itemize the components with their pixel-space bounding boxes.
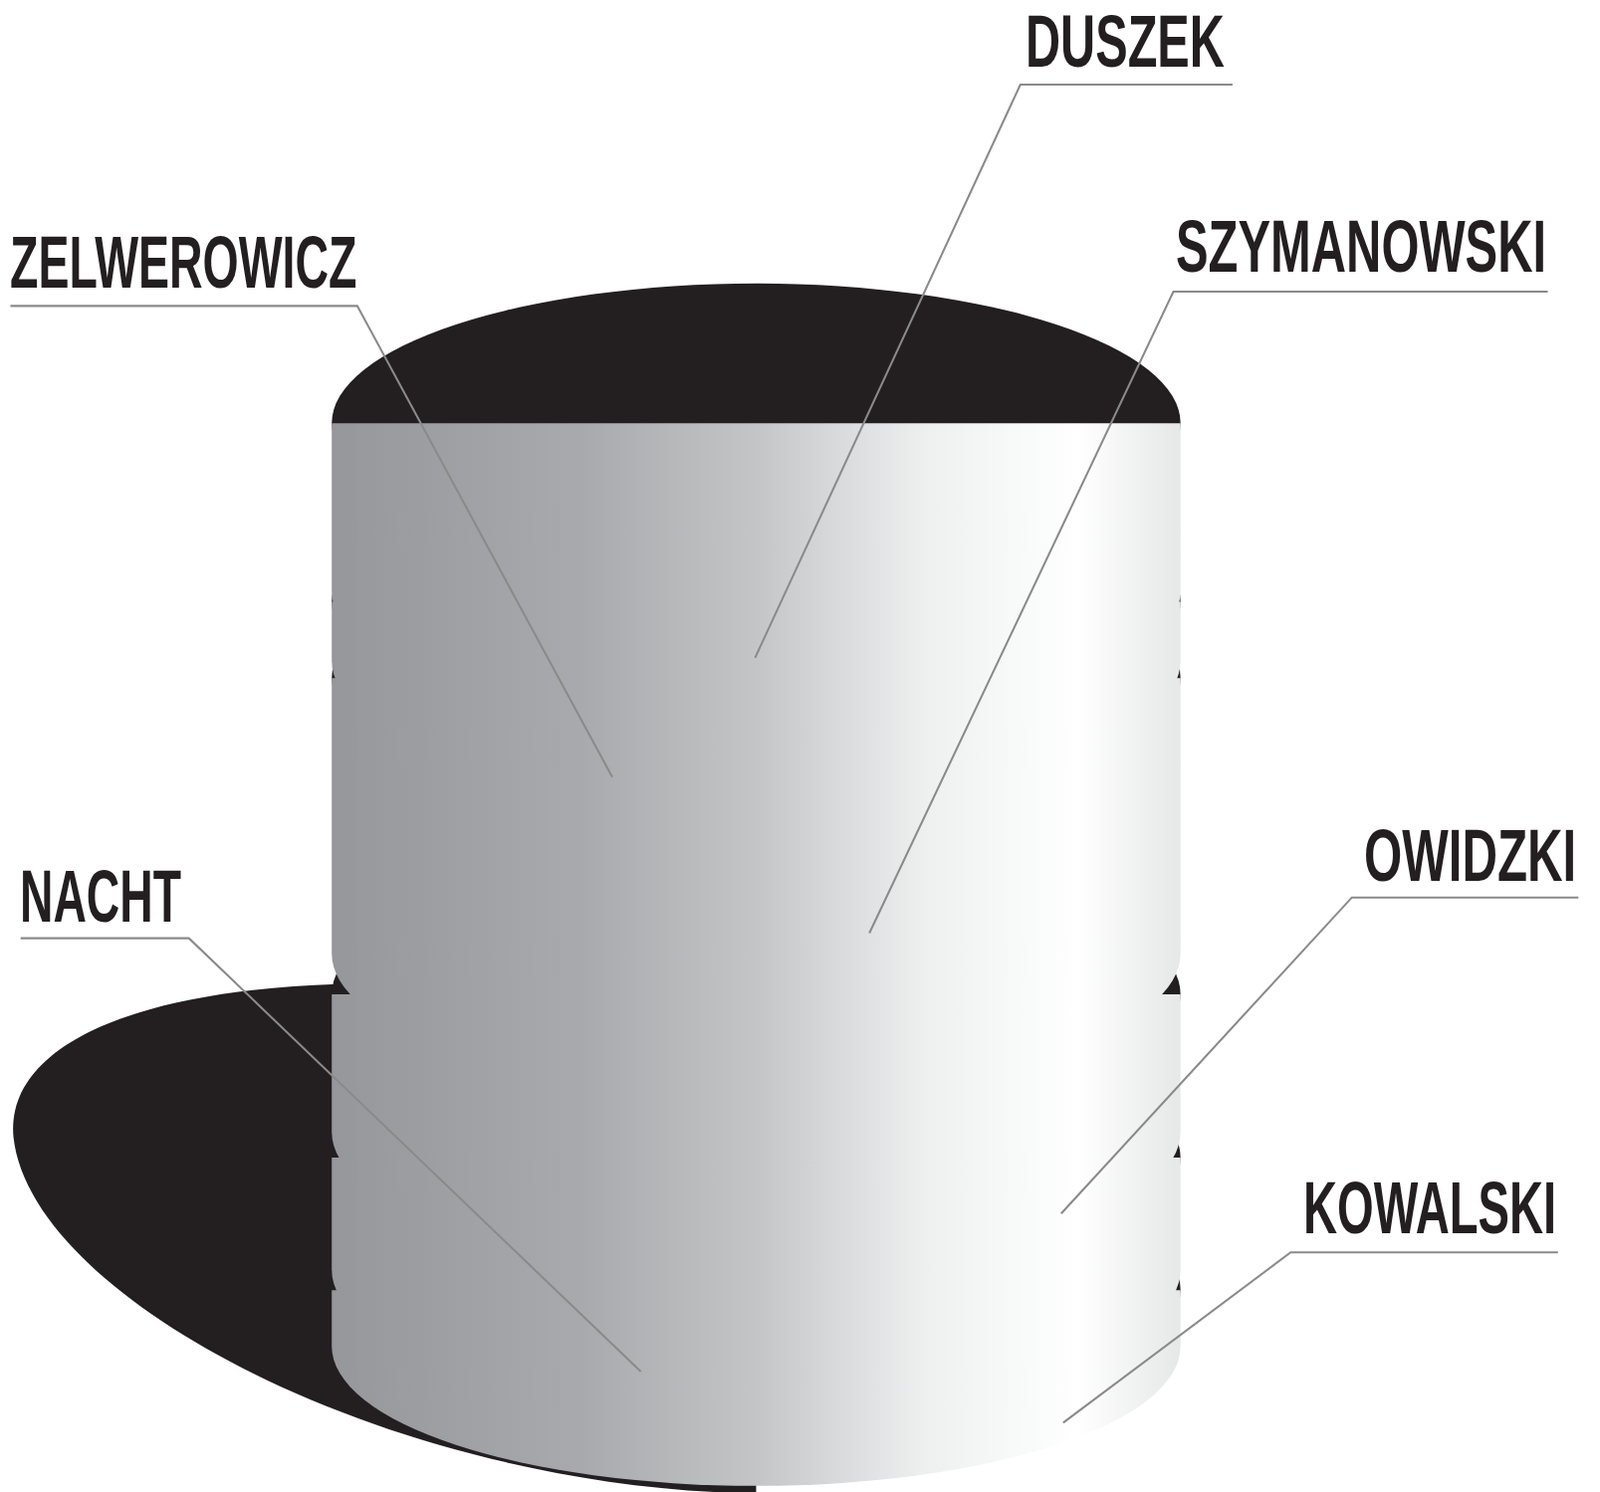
leader-lines [9,84,1579,1423]
name-label: OWIDZKI [1364,819,1577,894]
name-label: DUSZEK [1025,4,1225,79]
cylinder-segments [331,283,1180,1487]
name-label: KOWALSKI [1303,1171,1557,1246]
name-label: NACHT [19,860,182,934]
name-label: SZYMANOWSKI [1175,210,1547,284]
cylinder-band [331,423,1180,731]
name-label: ZELWEROWICZ [9,226,357,300]
